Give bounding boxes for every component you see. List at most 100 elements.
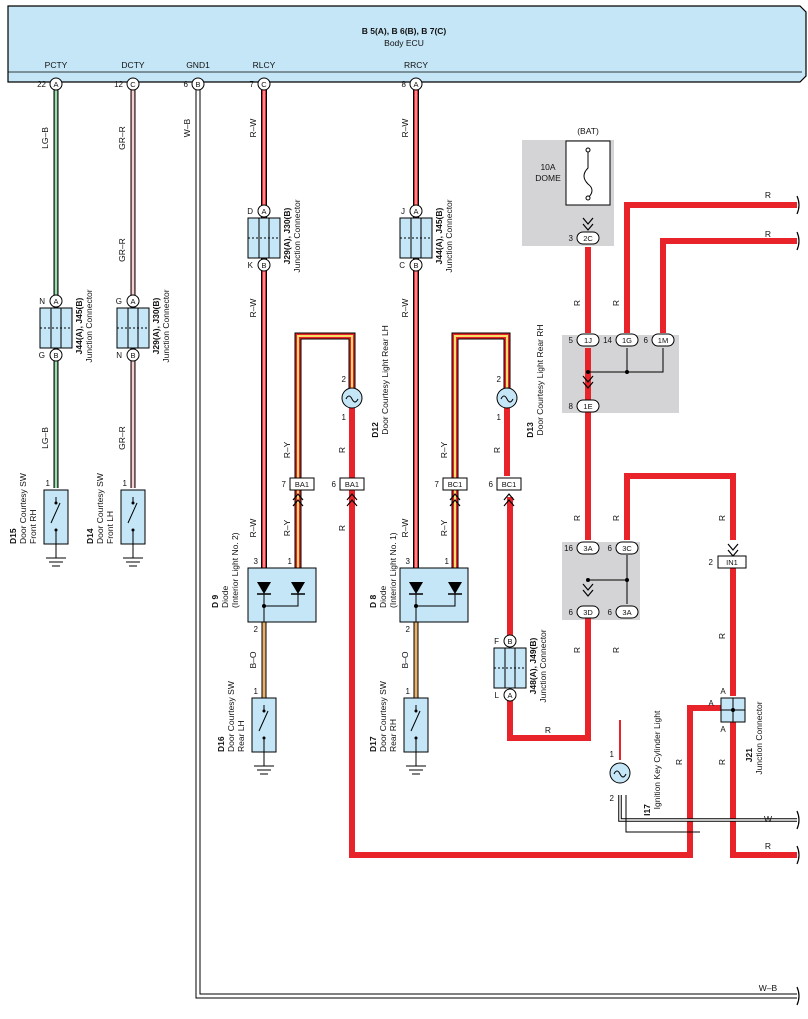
- pin-label: 2: [254, 625, 259, 634]
- pin-label: C: [399, 261, 405, 270]
- component-name: (Interior Light No. 1): [388, 532, 398, 608]
- fuse-dome: (BAT) 10A DOME: [535, 126, 611, 231]
- wire-w-b: [195, 90, 797, 999]
- connector-name: Junction Connector: [84, 289, 94, 362]
- terminal-conn-pcty: A: [53, 80, 58, 89]
- component-name: (Interior Light No. 2): [230, 532, 240, 608]
- wire-label-r-17: R: [765, 841, 771, 851]
- wire-w: [618, 795, 797, 833]
- wire-label-r-4: R: [572, 300, 582, 306]
- component-name: Front LH: [105, 511, 115, 544]
- wire-label-r-7: R: [611, 515, 621, 521]
- connector-code: J29(A), J30(B): [151, 297, 161, 354]
- component-code: D17: [368, 736, 378, 752]
- wire-label-r-y-2: R–Y: [282, 519, 292, 536]
- terminal-conn-gnd1: B: [195, 80, 200, 89]
- pin-label: A: [720, 687, 726, 696]
- wire-label-r-y-4: R–Y: [439, 519, 449, 536]
- terminal-pin-dcty: 12: [114, 80, 123, 89]
- terminal-pin-rlcy: 7: [250, 80, 255, 89]
- wire-label-w-b-bottom: W–B: [759, 983, 778, 993]
- jb-terminal-3d: 3D: [583, 608, 593, 617]
- junction-connector-j29-j30-left: A B G N J29(A), J30(B) Junction Connecto…: [116, 289, 171, 362]
- pin-label: 7: [282, 480, 287, 489]
- pin-label: 1: [123, 479, 128, 488]
- fuse-name-label: DOME: [535, 173, 561, 183]
- door-courtesy-sw-front-lh: 1 D14 Door Courtesy SW Front LH: [85, 473, 146, 567]
- connector-bc1-right: BC1: [502, 480, 517, 489]
- connector-code: J44(A), J45(B): [434, 207, 444, 264]
- wire-label-lg-b-1: LG–B: [40, 127, 50, 149]
- connector-name: Junction Connector: [161, 289, 171, 362]
- wire-label-r-11: R: [717, 633, 727, 639]
- pin-label: 2: [709, 558, 714, 567]
- fuse-amp-label: 10A: [540, 162, 555, 172]
- pin-label: 2: [610, 794, 615, 803]
- conn-letter: A: [130, 297, 135, 306]
- pin-label: 6: [489, 480, 494, 489]
- junction-tie-lines: [588, 348, 664, 604]
- component-name: Rear RH: [388, 719, 398, 752]
- pin-label: 1: [46, 479, 51, 488]
- jb-terminal-2c: 2C: [583, 234, 593, 243]
- ecu-code-label: B 5(A), B 6(B), B 7(C): [362, 26, 447, 36]
- wire-label-r-y-1: R–Y: [282, 441, 292, 458]
- junction-block-terminals: 2C 3 1J 5 1G 14 1M 6 1E 8 3A 16 3C 6 3D …: [564, 231, 675, 619]
- pin-label: 1: [288, 557, 293, 566]
- door-courtesy-light-rear-rh: 2 1 D13 Door Courtesy Light Rear RH: [496, 324, 545, 438]
- wire-label-b-o-2: B–O: [400, 651, 410, 668]
- wire-label-r-16: R: [765, 229, 771, 239]
- door-courtesy-sw-front-rh: 1 D15 Door Courtesy SW Front RH: [8, 473, 69, 567]
- pin-label: N: [116, 351, 122, 360]
- diode-interior-light-no-1: 3 1 2 D 8 Diode (Interior Light No. 1): [368, 532, 469, 634]
- connector-ba1-right: BA1: [345, 480, 359, 489]
- pin-label: 14: [603, 336, 612, 345]
- wire-label-r-13: R: [717, 759, 727, 765]
- wire-label-r-y-3: R–Y: [439, 441, 449, 458]
- wire-label-r-w-4: R–W: [400, 119, 410, 138]
- component-code: D14: [85, 528, 95, 544]
- conn-letter: A: [413, 207, 418, 216]
- wire-continuation-marks: [796, 195, 800, 1006]
- door-courtesy-sw-rear-rh: 1 D17 Door Courtesy SW Rear RH: [368, 681, 429, 775]
- pin-label: 3: [406, 557, 411, 566]
- jb-terminal-1g: 1G: [622, 336, 632, 345]
- connector-code: J48(A), J49(B): [528, 637, 538, 694]
- pin-label: F: [494, 637, 499, 646]
- jb-terminal-3a-top: 3A: [583, 544, 592, 553]
- wire-r-y-right: [451, 332, 511, 568]
- component-name: Door Courtesy SW: [378, 681, 388, 752]
- pin-label: 7: [435, 480, 440, 489]
- component-name: Door Courtesy Light Rear LH: [380, 325, 390, 435]
- wire-r-y-left: [294, 332, 356, 568]
- wire-label-w: W: [764, 814, 772, 824]
- connector-name: Junction Connector: [444, 199, 454, 272]
- conn-letter: B: [413, 261, 418, 270]
- fuse-bat-label: (BAT): [577, 126, 599, 136]
- component-code: D13: [525, 422, 535, 438]
- wire-label-gr-r-1: GR–R: [117, 126, 127, 150]
- pin-label: 1: [445, 557, 450, 566]
- wire-r-thick: [349, 202, 797, 858]
- terminal-conn-rlcy: C: [261, 80, 267, 89]
- wire-label-r-w-1: R–W: [248, 119, 258, 138]
- pin-label: 2: [497, 375, 502, 384]
- door-courtesy-light-rear-lh: 2 1 D12 Door Courtesy Light Rear LH: [341, 325, 390, 438]
- conn-letter: A: [53, 297, 58, 306]
- junction-connector-j29-j30-rlcy: A B D K J29(A), J30(B) Junction Connecto…: [247, 199, 302, 272]
- component-name: Diode: [220, 586, 230, 608]
- component-name: Door Courtesy SW: [18, 473, 28, 544]
- conn-letter: B: [53, 351, 58, 360]
- terminal-pin-rrcy: 8: [402, 80, 407, 89]
- terminal-name-rlcy: RLCY: [253, 60, 276, 70]
- pin-label: 3: [254, 557, 259, 566]
- component-name: Ignition Key Cylinder Light: [652, 710, 662, 809]
- connector-name: Junction Connector: [538, 629, 548, 702]
- ignition-key-cylinder-light: 1 2 I17 Ignition Key Cylinder Light: [609, 710, 662, 816]
- wire-label-r-w-2: R–W: [248, 299, 258, 318]
- pin-label: A: [708, 699, 714, 708]
- wire-label-r-10: R: [611, 647, 621, 653]
- inline-connectors: BA1 7 BA1 6 BC1 7 BC1 6 IN1 2: [282, 477, 747, 569]
- pin-label: 16: [564, 544, 573, 553]
